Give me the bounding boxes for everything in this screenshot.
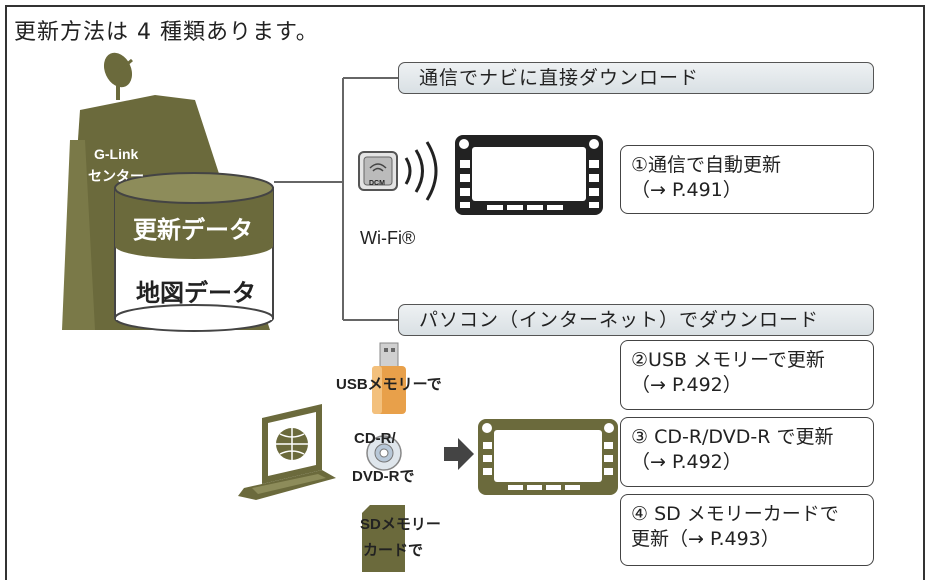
banner-pc-download: パソコン（インターネット）でダウンロード (398, 304, 874, 336)
method-box-4: ④ SD メモリーカードで 更新（→ P.493） (620, 494, 874, 566)
method-1-page: （→ P.491） (631, 179, 742, 201)
dcm-label: DCM (369, 180, 385, 187)
dcm-module-icon (358, 151, 398, 191)
usb-label: USBメモリーで (336, 376, 442, 393)
banner-direct-download: 通信でナビに直接ダウンロード (398, 62, 874, 94)
usb-stick-icon (372, 342, 406, 414)
map-data-label: 地図データ (136, 279, 256, 307)
connector-lines (274, 77, 400, 321)
sd-card-label: カードで (363, 542, 424, 559)
navi-display-olive-icon (478, 419, 618, 495)
signal-waves-icon (404, 141, 438, 201)
update-data-label: 更新データ (133, 216, 253, 244)
method-1-title: ①通信で自動更新 (631, 154, 782, 176)
method-box-3: ③ CD-R/DVD-R で更新 （→ P.492） (620, 417, 874, 487)
method-box-1: ①通信で自動更新 （→ P.491） (620, 145, 874, 214)
g-link-label: G-Link (94, 146, 139, 162)
method-4-page: 更新（→ P.493） (631, 528, 780, 550)
dvd-label: DVD-Rで (352, 468, 415, 485)
method-box-2: ②USB メモリーで更新 （→ P.492） (620, 340, 874, 410)
navi-display-icon (455, 135, 603, 215)
sd-card-icon (362, 505, 405, 572)
method-2-page: （→ P.492） (631, 374, 742, 396)
page-heading: 更新方法は 4 種類あります。 (14, 20, 319, 45)
method-4-title: ④ SD メモリーカードで (631, 503, 839, 525)
sd-label: SDメモリー (360, 516, 441, 533)
method-3-page: （→ P.492） (631, 451, 742, 473)
page-frame (5, 5, 925, 580)
arrow-right-icon (444, 438, 474, 470)
g-link-center-label: センター (88, 168, 144, 184)
wifi-label: Wi-Fi® (360, 228, 416, 248)
cd-disc-icon (366, 435, 402, 471)
method-3-title: ③ CD-R/DVD-R で更新 (631, 426, 834, 448)
laptop-icon (238, 404, 336, 500)
database-cylinder-icon (114, 172, 274, 332)
method-2-title: ②USB メモリーで更新 (631, 349, 825, 371)
cd-label: CD-R/ (354, 430, 396, 447)
